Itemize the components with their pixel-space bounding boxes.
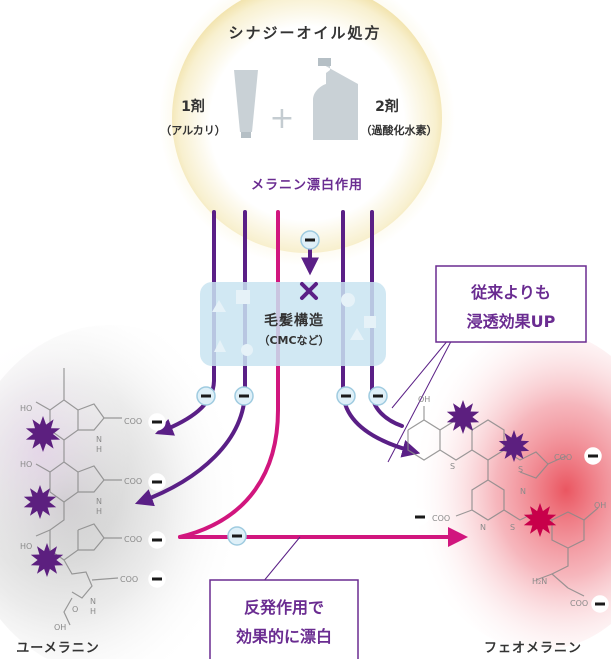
pheomelanin-label: フェオメラニン xyxy=(484,641,582,656)
chem-ho-1: HO xyxy=(20,404,32,413)
callout-repulsion-line1: 反発作用で xyxy=(244,598,324,617)
chem-oh-r1: OH xyxy=(418,395,430,404)
minus-charge-icon xyxy=(368,386,388,406)
chem-oh-1: OH xyxy=(54,623,66,632)
magenta-arrowhead xyxy=(448,527,468,547)
hair-sub: （CMCなど） xyxy=(258,334,329,347)
minus-charge-icon xyxy=(234,386,254,406)
chem-ho-2: HO xyxy=(20,460,32,469)
chem-n-r1: N xyxy=(480,523,486,532)
minus-charge-icon xyxy=(300,230,320,250)
chem-oh-r2: OH xyxy=(594,501,606,510)
agent1-name: 1剤 xyxy=(181,98,205,115)
chem-coo-1: COO xyxy=(124,417,142,426)
minus-charge-icon xyxy=(196,386,216,406)
callout-penetration: 従来よりも 浸透効果UP xyxy=(435,265,587,343)
chem-coo-2: COO xyxy=(124,477,142,486)
chem-h2n: H₂N xyxy=(532,577,547,586)
callout-penetration-line2: 浸透効果UP xyxy=(467,312,556,331)
melanin-star-icon xyxy=(23,485,57,519)
chem-s-2: S xyxy=(510,523,515,532)
minus-charge-icon xyxy=(148,570,166,588)
chem-coo-r2: COO xyxy=(432,514,450,523)
chem-coo-3: COO xyxy=(124,535,142,544)
melanin-star-icon xyxy=(30,543,64,577)
chem-coo-r1: COO xyxy=(554,453,572,462)
minus-charge-icon xyxy=(411,508,429,526)
eumelanin-label: ユーメラニン xyxy=(16,641,99,656)
minus-charge-icon xyxy=(336,386,356,406)
callout-penetration-line1: 従来よりも xyxy=(470,283,551,302)
bleach-label: メラニン漂白作用 xyxy=(251,177,363,193)
callout-repulsion: 反発作用で 効果的に漂白 xyxy=(209,579,359,659)
callout-repulsion-line2: 効果的に漂白 xyxy=(236,627,332,646)
minus-charge-icon xyxy=(591,595,609,613)
plus-sign: + xyxy=(269,101,294,136)
minus-charge-icon xyxy=(148,531,166,549)
chem-n-2: N xyxy=(96,497,102,506)
magenta-stream xyxy=(178,210,457,539)
chem-n-3: N xyxy=(90,597,96,606)
minus-charge-icon xyxy=(148,413,166,431)
chem-o-1: O xyxy=(72,605,78,614)
pheomelanin-labels: OH COO COO COO S S S N N OH H₂N xyxy=(418,395,606,608)
agent2-bottle-icon xyxy=(313,58,358,140)
chem-s-1: S xyxy=(450,462,455,471)
chem-n-r2: N xyxy=(520,487,526,496)
chem-h-1: H xyxy=(96,445,102,454)
pheomelanin-structure xyxy=(407,406,599,597)
chem-h-2: H xyxy=(96,507,102,516)
chem-h-3: H xyxy=(90,607,96,616)
chem-s-3: S xyxy=(518,465,523,474)
chem-coo-r3: COO xyxy=(570,599,588,608)
melanin-star-icon xyxy=(25,416,61,452)
agent2-name: 2剤 xyxy=(375,98,399,115)
blocked-x-icon xyxy=(300,282,318,300)
melanin-star-icon xyxy=(523,503,557,537)
minus-charge-icon xyxy=(227,526,247,546)
agent2-sub: （過酸化水素） xyxy=(361,123,438,137)
hair-structure-box xyxy=(200,282,386,366)
hair-label: 毛髪構造 xyxy=(264,312,324,329)
agent1-tube-icon xyxy=(234,70,258,138)
melanin-star-icon xyxy=(498,430,530,462)
formula-sphere xyxy=(172,0,442,253)
eumelanin-structure xyxy=(35,368,122,626)
chem-coo-4: COO xyxy=(120,575,138,584)
eumelanin-labels: HO HO HO COO COO COO COO N H N H N H OH … xyxy=(20,404,142,632)
minus-charge-icon xyxy=(148,473,166,491)
negative-charge-badges xyxy=(148,230,609,613)
chem-ho-3: HO xyxy=(20,542,32,551)
diagram-title: シナジーオイル処方 xyxy=(228,24,381,42)
melanin-star-icon xyxy=(446,400,480,434)
minus-charge-icon xyxy=(584,447,602,465)
agent1-sub: （アルカリ） xyxy=(160,124,226,137)
melanin-stars xyxy=(23,400,557,577)
chem-n-1: N xyxy=(96,435,102,444)
